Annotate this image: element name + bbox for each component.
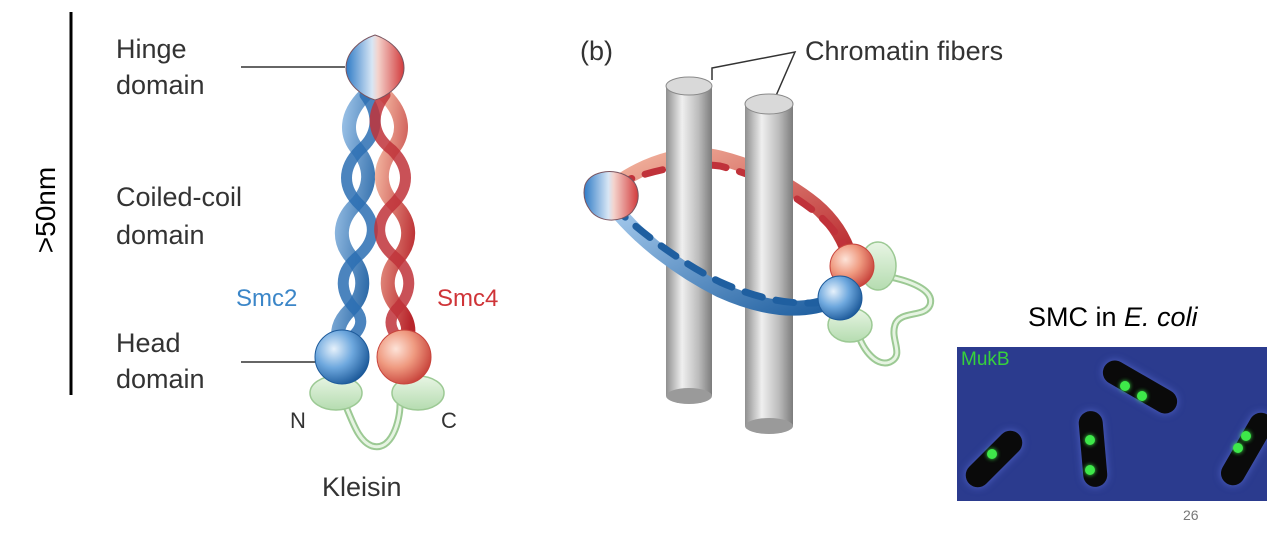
smc4-coiled-coil	[369, 88, 416, 352]
mukb-focus	[1233, 443, 1243, 453]
mukb-micrograph: MukB	[957, 347, 1267, 501]
ecoli-cell	[1077, 410, 1109, 488]
coil-label-line1: Coiled-coil	[116, 182, 242, 212]
ecoli-title-prefix: SMC in	[1028, 302, 1125, 332]
kleisin-label: Kleisin	[322, 472, 402, 502]
hinge-label-line1: Hinge	[116, 34, 187, 64]
mukb-focus	[1241, 431, 1251, 441]
panel-b-letter: (b)	[580, 36, 613, 66]
c-terminus-label: C	[441, 408, 457, 433]
smc2-coiled-coil	[331, 88, 381, 352]
ring-smc2-head	[817, 275, 863, 321]
ecoli-cell	[960, 425, 1028, 493]
chromatin-fibers-label: Chromatin fibers	[805, 36, 1003, 66]
ecoli-title: SMC in E. coli	[1028, 302, 1198, 333]
ecoli-title-species: E. coli	[1124, 302, 1198, 332]
mukb-focus	[987, 449, 997, 459]
smc2-arm-ring	[604, 197, 843, 316]
panel-b-chromatin-ring: (b) Chromatin fibers	[580, 36, 1003, 434]
n-terminus-label: N	[290, 408, 306, 433]
smc2-head-domain	[314, 329, 370, 385]
ecoli-cell	[1098, 356, 1182, 418]
smc4-label: Smc4	[437, 285, 498, 312]
coil-label-line2: domain	[116, 220, 205, 250]
hinge-domain-shape	[345, 34, 405, 101]
mukb-focus	[1085, 435, 1095, 445]
chromatin-fiber-2	[744, 93, 794, 434]
hinge-label-line2: domain	[116, 70, 205, 100]
smc4-head-domain	[376, 329, 432, 385]
smc2-label: Smc2	[236, 285, 297, 312]
chromatin-pointer-lines	[711, 50, 797, 99]
scale-label: >50nm	[30, 167, 61, 253]
head-label-line1: Head	[116, 328, 181, 358]
mukb-focus	[1137, 391, 1147, 401]
panel-a-smc-condensin: Hinge domain Coiled-coil domain Head dom…	[116, 34, 498, 502]
ring-hinge-domain	[583, 171, 639, 221]
chromatin-fiber-1	[665, 76, 713, 404]
head-label-line2: domain	[116, 364, 205, 394]
mukb-focus	[1120, 381, 1130, 391]
slide-number: 26	[1183, 507, 1199, 523]
mukb-focus	[1085, 465, 1095, 475]
mukb-label: MukB	[961, 349, 1010, 370]
